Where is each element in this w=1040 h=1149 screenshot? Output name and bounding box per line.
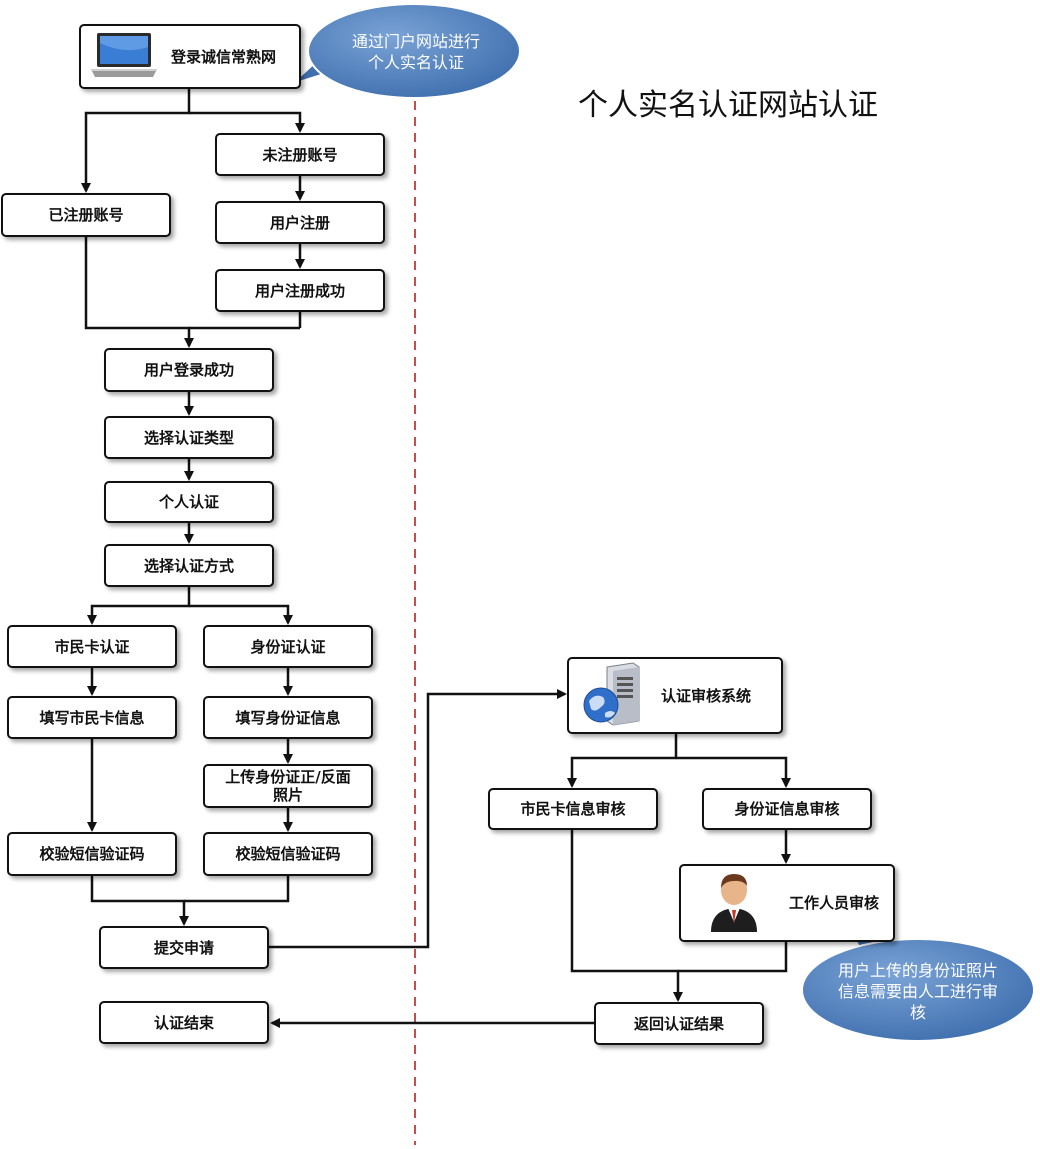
node-staff-review-label: 工作人员审核 bbox=[789, 894, 880, 912]
node-citizen-card-review: 市民卡信息审核 bbox=[488, 788, 658, 830]
page-title: 个人实名认证网站认证 bbox=[578, 88, 878, 123]
node-verify-sms-left: 校验短信验证码 bbox=[7, 832, 177, 876]
node-fill-id-card: 填写身份证信息 bbox=[203, 696, 373, 739]
node-review-system-label: 认证审核系统 bbox=[661, 686, 752, 705]
node-login-site-label: 登录诚信常熟网 bbox=[171, 47, 277, 66]
node-auth-end: 认证结束 bbox=[99, 1001, 269, 1044]
node-fill-citizen-card: 填写市民卡信息 bbox=[7, 696, 177, 739]
node-id-card-review: 身份证信息审核 bbox=[702, 788, 872, 830]
bubble-portal: 通过门户网站进行个人实名认证 bbox=[351, 32, 480, 72]
node-return-result: 返回认证结果 bbox=[594, 1002, 764, 1045]
node-verify-sms-right: 校验短信验证码 bbox=[203, 832, 373, 876]
node-register-success: 用户注册成功 bbox=[215, 269, 385, 312]
node-select-type: 选择认证类型 bbox=[104, 416, 274, 459]
node-staff-review: 工作人员审核 bbox=[679, 864, 895, 942]
laptop-icon bbox=[87, 29, 161, 85]
node-user-register: 用户注册 bbox=[215, 201, 385, 244]
node-upload-id-photo: 上传身份证正/反面照片 bbox=[203, 764, 373, 808]
bubble-manual: 用户上传的身份证照片信息需要由人工进行审核 bbox=[837, 960, 998, 1022]
node-personal-auth: 个人认证 bbox=[104, 481, 274, 523]
server-icon bbox=[581, 661, 643, 731]
node-review-system: 认证审核系统 bbox=[567, 657, 783, 734]
node-citizen-card-auth: 市民卡认证 bbox=[7, 625, 177, 668]
node-login-site: 登录诚信常熟网 bbox=[79, 24, 301, 89]
node-unregistered: 未注册账号 bbox=[215, 133, 385, 176]
bubble-portal-shape bbox=[291, 3, 521, 99]
node-select-method: 选择认证方式 bbox=[104, 544, 274, 587]
person-icon bbox=[707, 870, 761, 936]
node-registered: 已注册账号 bbox=[1, 193, 171, 237]
node-login-success: 用户登录成功 bbox=[104, 348, 274, 392]
node-id-card-auth: 身份证认证 bbox=[203, 625, 373, 668]
node-submit: 提交申请 bbox=[99, 926, 269, 969]
